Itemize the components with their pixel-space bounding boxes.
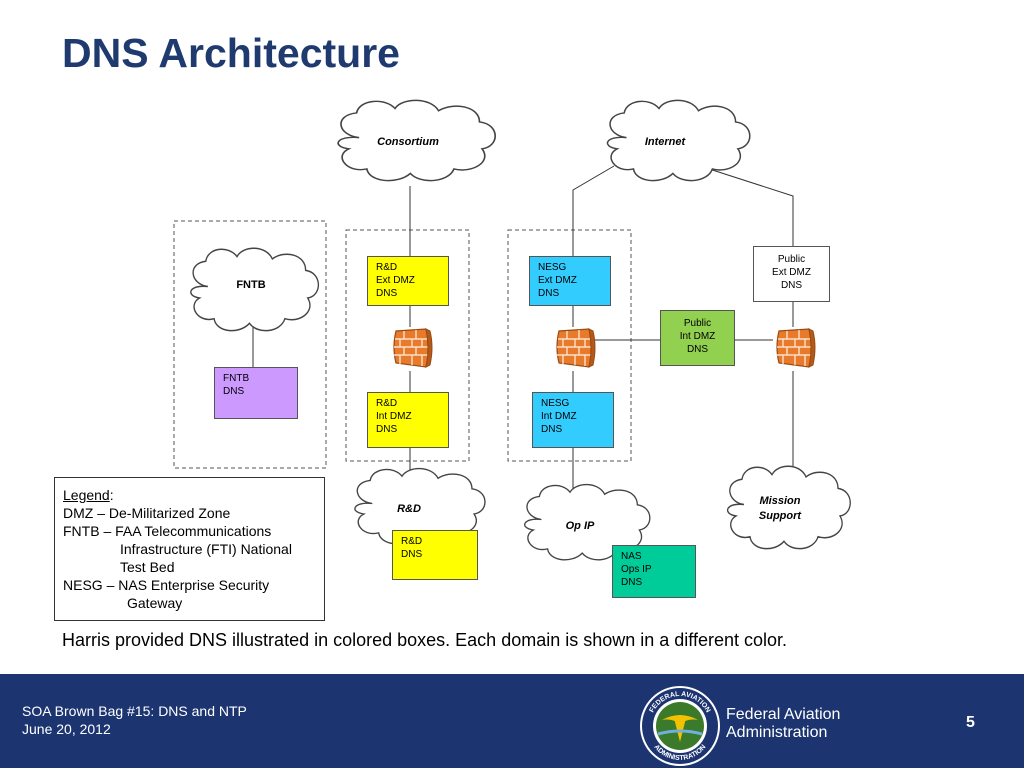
footer-event-date: June 20, 2012: [22, 721, 111, 737]
legend-dmz: DMZ – De-Militarized Zone: [63, 505, 231, 521]
nesg-firewall-icon: [556, 328, 596, 368]
slide-title: DNS Architecture: [62, 30, 400, 76]
internet-label: Internet: [644, 136, 686, 148]
legend-fntb-line2: Infrastructure (FTI) National: [120, 541, 292, 557]
slide-caption: Harris provided DNS illustrated in color…: [62, 630, 788, 650]
nesg-zone: [507, 229, 632, 462]
legend-nesg-line1: NESG – NAS Enterprise Security: [63, 577, 270, 593]
public-ext-dmz-dns: Public Ext DMZ DNS: [753, 246, 830, 302]
footer-event: SOA Brown Bag #15: DNS and NTP June 20, …: [22, 702, 247, 738]
consortium-label: Consortium: [377, 136, 439, 148]
legend-nesg-line2: Gateway: [127, 595, 183, 611]
connector-lines: [252, 165, 794, 490]
page-number: 5: [966, 714, 975, 731]
nas-ops-ip-dns: NAS Ops IP DNS: [612, 545, 696, 598]
footer-event-title: SOA Brown Bag #15: DNS and NTP: [22, 703, 247, 719]
rd-ext-dmz-dns: R&D Ext DMZ DNS: [367, 256, 449, 306]
legend-heading-row: Legend:: [63, 486, 316, 504]
nesg-ext-dmz-dns: NESG Ext DMZ DNS: [529, 256, 611, 306]
legend-fntb-line1: FNTB – FAA Telecommunications: [63, 523, 272, 539]
legend-heading-colon: :: [109, 487, 114, 503]
agency-name-line2: Administration: [726, 724, 828, 741]
op-ip-label: Op IP: [565, 520, 595, 532]
fntb-zone: [173, 220, 327, 469]
rd-zone: [345, 229, 470, 462]
legend-fntb-line3: Test Bed: [120, 559, 175, 575]
footer-agency: Federal Aviation Administration: [726, 706, 840, 742]
fntb-cloud-label: FNTB: [236, 279, 266, 291]
legend-heading: Legend: [63, 487, 110, 503]
public-firewall-icon: [776, 328, 816, 368]
faa-seal-logo: FEDERAL AVIATION ADMINISTRATION: [640, 686, 720, 766]
fntb-dns: FNTB DNS: [214, 367, 298, 419]
nesg-int-dmz-dns: NESG Int DMZ DNS: [532, 392, 614, 448]
diagram-canvas: [173, 99, 852, 561]
legend-box: Legend: DMZ – De-Militarized Zone FNTB –…: [54, 477, 325, 621]
rd-cloud-label: R&D: [397, 503, 421, 515]
rd-firewall-icon: [393, 328, 433, 368]
footer-bar: SOA Brown Bag #15: DNS and NTP June 20, …: [0, 674, 1024, 768]
rd-int-dmz-dns: R&D Int DMZ DNS: [367, 392, 449, 448]
agency-name-line1: Federal Aviation: [726, 706, 841, 723]
public-int-dmz-dns: Public Int DMZ DNS: [660, 310, 735, 366]
rd-dns: R&D DNS: [392, 530, 478, 580]
mission-support-label: Mission Support: [758, 495, 802, 522]
